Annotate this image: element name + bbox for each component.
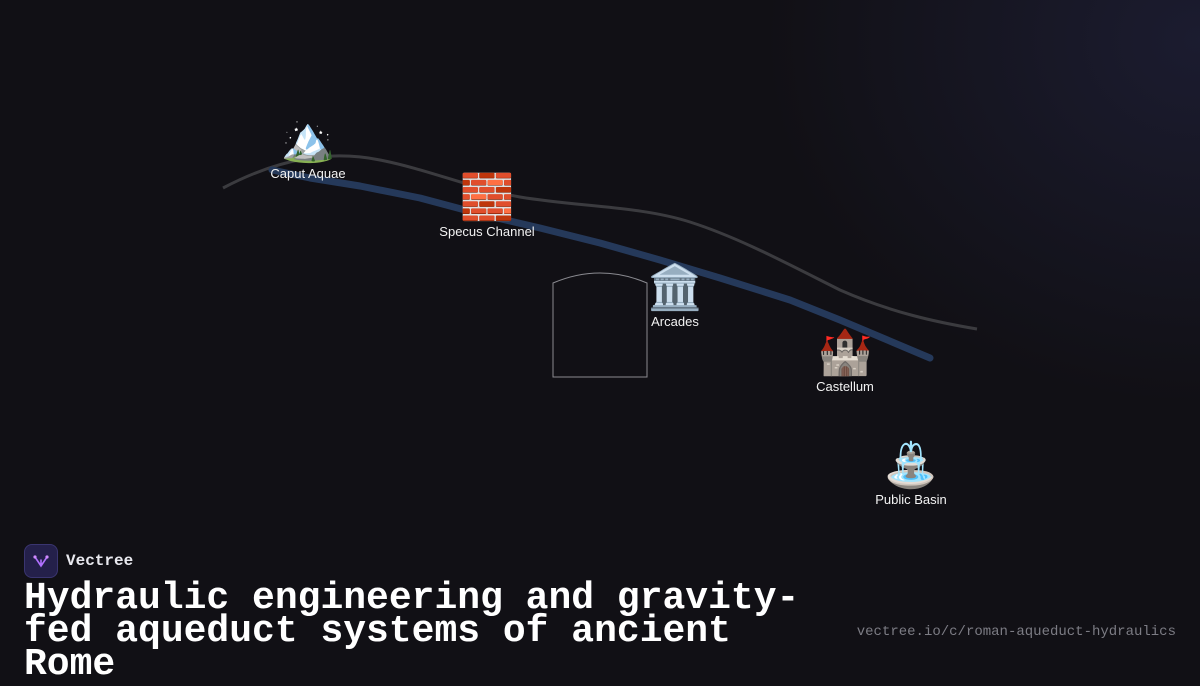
node-label: Public Basin xyxy=(875,492,947,507)
vectree-logo-icon xyxy=(24,544,58,578)
node-castellum: 🏰 Castellum xyxy=(775,327,915,395)
brick-channel-icon: 🧱 xyxy=(459,172,515,223)
brand: Vectree xyxy=(24,544,133,578)
node-label: Arcades xyxy=(651,314,699,329)
source-url: vectree.io/c/roman-aqueduct-hydraulics xyxy=(856,624,1176,640)
page-title: Hydraulic engineering and gravity-fed aq… xyxy=(24,577,800,686)
node-caput-aquae: 🏔️ Caput Aquae xyxy=(238,114,378,182)
node-label: Specus Channel xyxy=(439,224,535,239)
terrain-line xyxy=(222,154,978,331)
node-label: Castellum xyxy=(816,379,874,394)
arch-outline xyxy=(552,272,648,378)
mountain-spring-icon: 🏔️ xyxy=(280,114,336,165)
brand-name: Vectree xyxy=(66,552,134,570)
node-public-basin: ⛲ Public Basin xyxy=(841,440,981,508)
classical-building-icon: 🏛️ xyxy=(647,262,703,313)
castle-icon: 🏰 xyxy=(817,327,873,378)
water-channel xyxy=(268,166,934,362)
node-specus-channel: 🧱 Specus Channel xyxy=(417,172,557,240)
fountain-icon: ⛲ xyxy=(883,440,939,491)
node-arcades: 🏛️ Arcades xyxy=(605,262,745,330)
node-label: Caput Aquae xyxy=(270,166,346,181)
